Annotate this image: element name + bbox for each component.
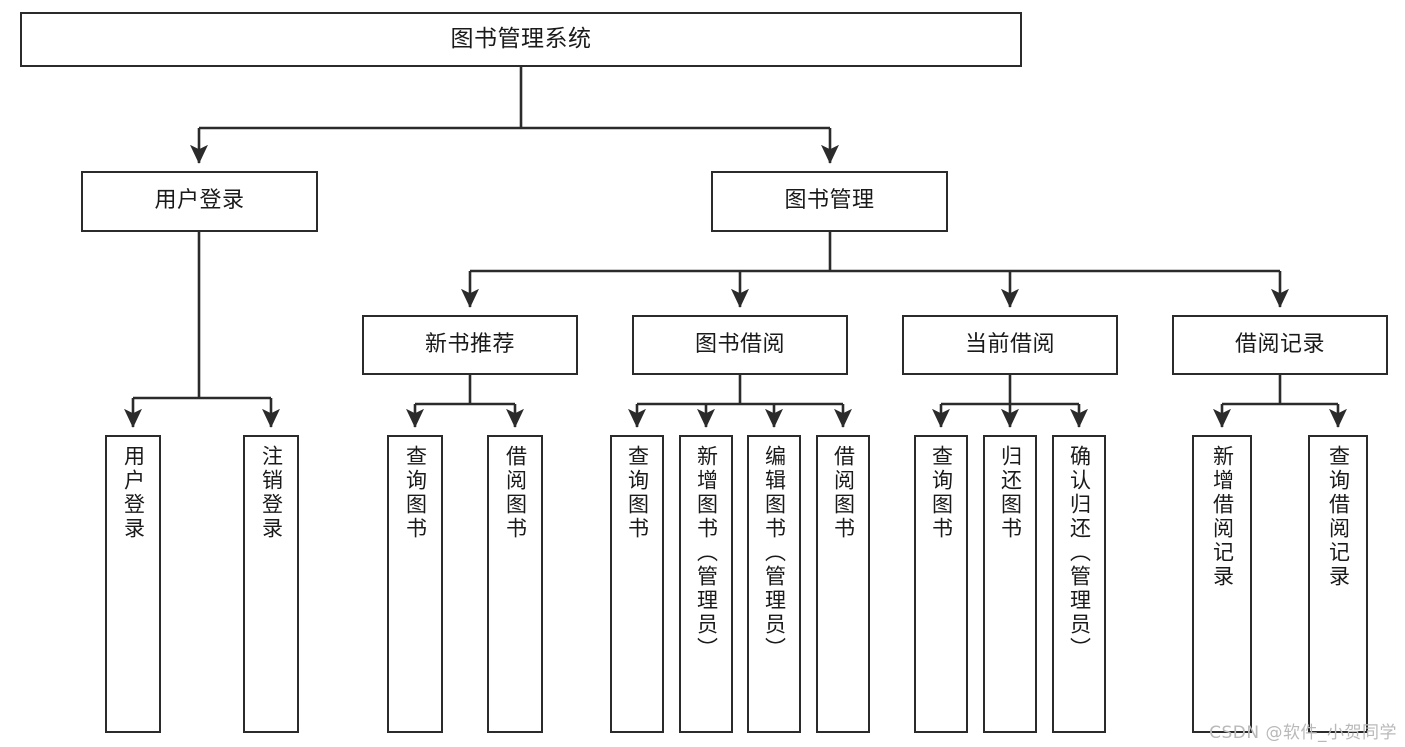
leaf-confirm-return-admin[interactable]: 确认归还（管理员） bbox=[1052, 435, 1106, 733]
node-label: 新书推荐 bbox=[424, 331, 515, 357]
leaf-query-borrow-record[interactable]: 查询借阅记录 bbox=[1308, 435, 1368, 733]
csdn-watermark: CSDN @软件_小贺同学 bbox=[1209, 723, 1397, 743]
node-label: 注销登录 bbox=[259, 445, 284, 541]
leaf-logout[interactable]: 注销登录 bbox=[243, 435, 299, 733]
leaf-return-book[interactable]: 归还图书 bbox=[983, 435, 1037, 733]
node-label: 用户登录 bbox=[121, 445, 146, 541]
leaf-add-borrow-record[interactable]: 新增借阅记录 bbox=[1192, 435, 1252, 733]
leaf-edit-book-admin[interactable]: 编辑图书（管理员） bbox=[747, 435, 801, 733]
leaf-borrow-book-new-book[interactable]: 借阅图书 bbox=[487, 435, 543, 733]
node-label: 图书管理 bbox=[784, 188, 875, 214]
node-book-manage[interactable]: 图书管理 bbox=[711, 171, 948, 232]
node-current-borrow[interactable]: 当前借阅 bbox=[902, 315, 1118, 375]
leaf-user-login[interactable]: 用户登录 bbox=[105, 435, 161, 733]
node-label: 确认归还（管理员） bbox=[1067, 445, 1092, 661]
node-label: 查询图书 bbox=[625, 445, 650, 541]
node-label: 图书借阅 bbox=[694, 331, 785, 357]
node-label: 查询借阅记录 bbox=[1326, 445, 1351, 589]
node-label: 新增图书（管理员） bbox=[694, 445, 719, 661]
node-label: 当前借阅 bbox=[964, 331, 1055, 357]
leaf-query-book-borrow[interactable]: 查询图书 bbox=[610, 435, 664, 733]
node-book-borrow[interactable]: 图书借阅 bbox=[632, 315, 848, 375]
node-label: 图书管理系统 bbox=[450, 25, 592, 52]
node-label: 借阅图书 bbox=[831, 445, 856, 541]
node-label: 编辑图书（管理员） bbox=[762, 445, 787, 661]
node-label: 查询图书 bbox=[403, 445, 428, 541]
node-label: 查询图书 bbox=[929, 445, 954, 541]
leaf-query-book-new-book[interactable]: 查询图书 bbox=[387, 435, 443, 733]
node-label: 归还图书 bbox=[998, 445, 1023, 541]
leaf-query-book-current[interactable]: 查询图书 bbox=[914, 435, 968, 733]
node-label: 借阅图书 bbox=[503, 445, 528, 541]
leaf-add-book-admin[interactable]: 新增图书（管理员） bbox=[679, 435, 733, 733]
leaf-borrow-book-borrow[interactable]: 借阅图书 bbox=[816, 435, 870, 733]
node-label: 借阅记录 bbox=[1234, 331, 1325, 357]
node-label: 新增借阅记录 bbox=[1210, 445, 1235, 589]
node-label: 用户登录 bbox=[154, 188, 245, 214]
node-root-system[interactable]: 图书管理系统 bbox=[20, 12, 1022, 67]
node-new-book-recommend[interactable]: 新书推荐 bbox=[362, 315, 578, 375]
node-borrow-record[interactable]: 借阅记录 bbox=[1172, 315, 1388, 375]
node-user-login[interactable]: 用户登录 bbox=[81, 171, 318, 232]
